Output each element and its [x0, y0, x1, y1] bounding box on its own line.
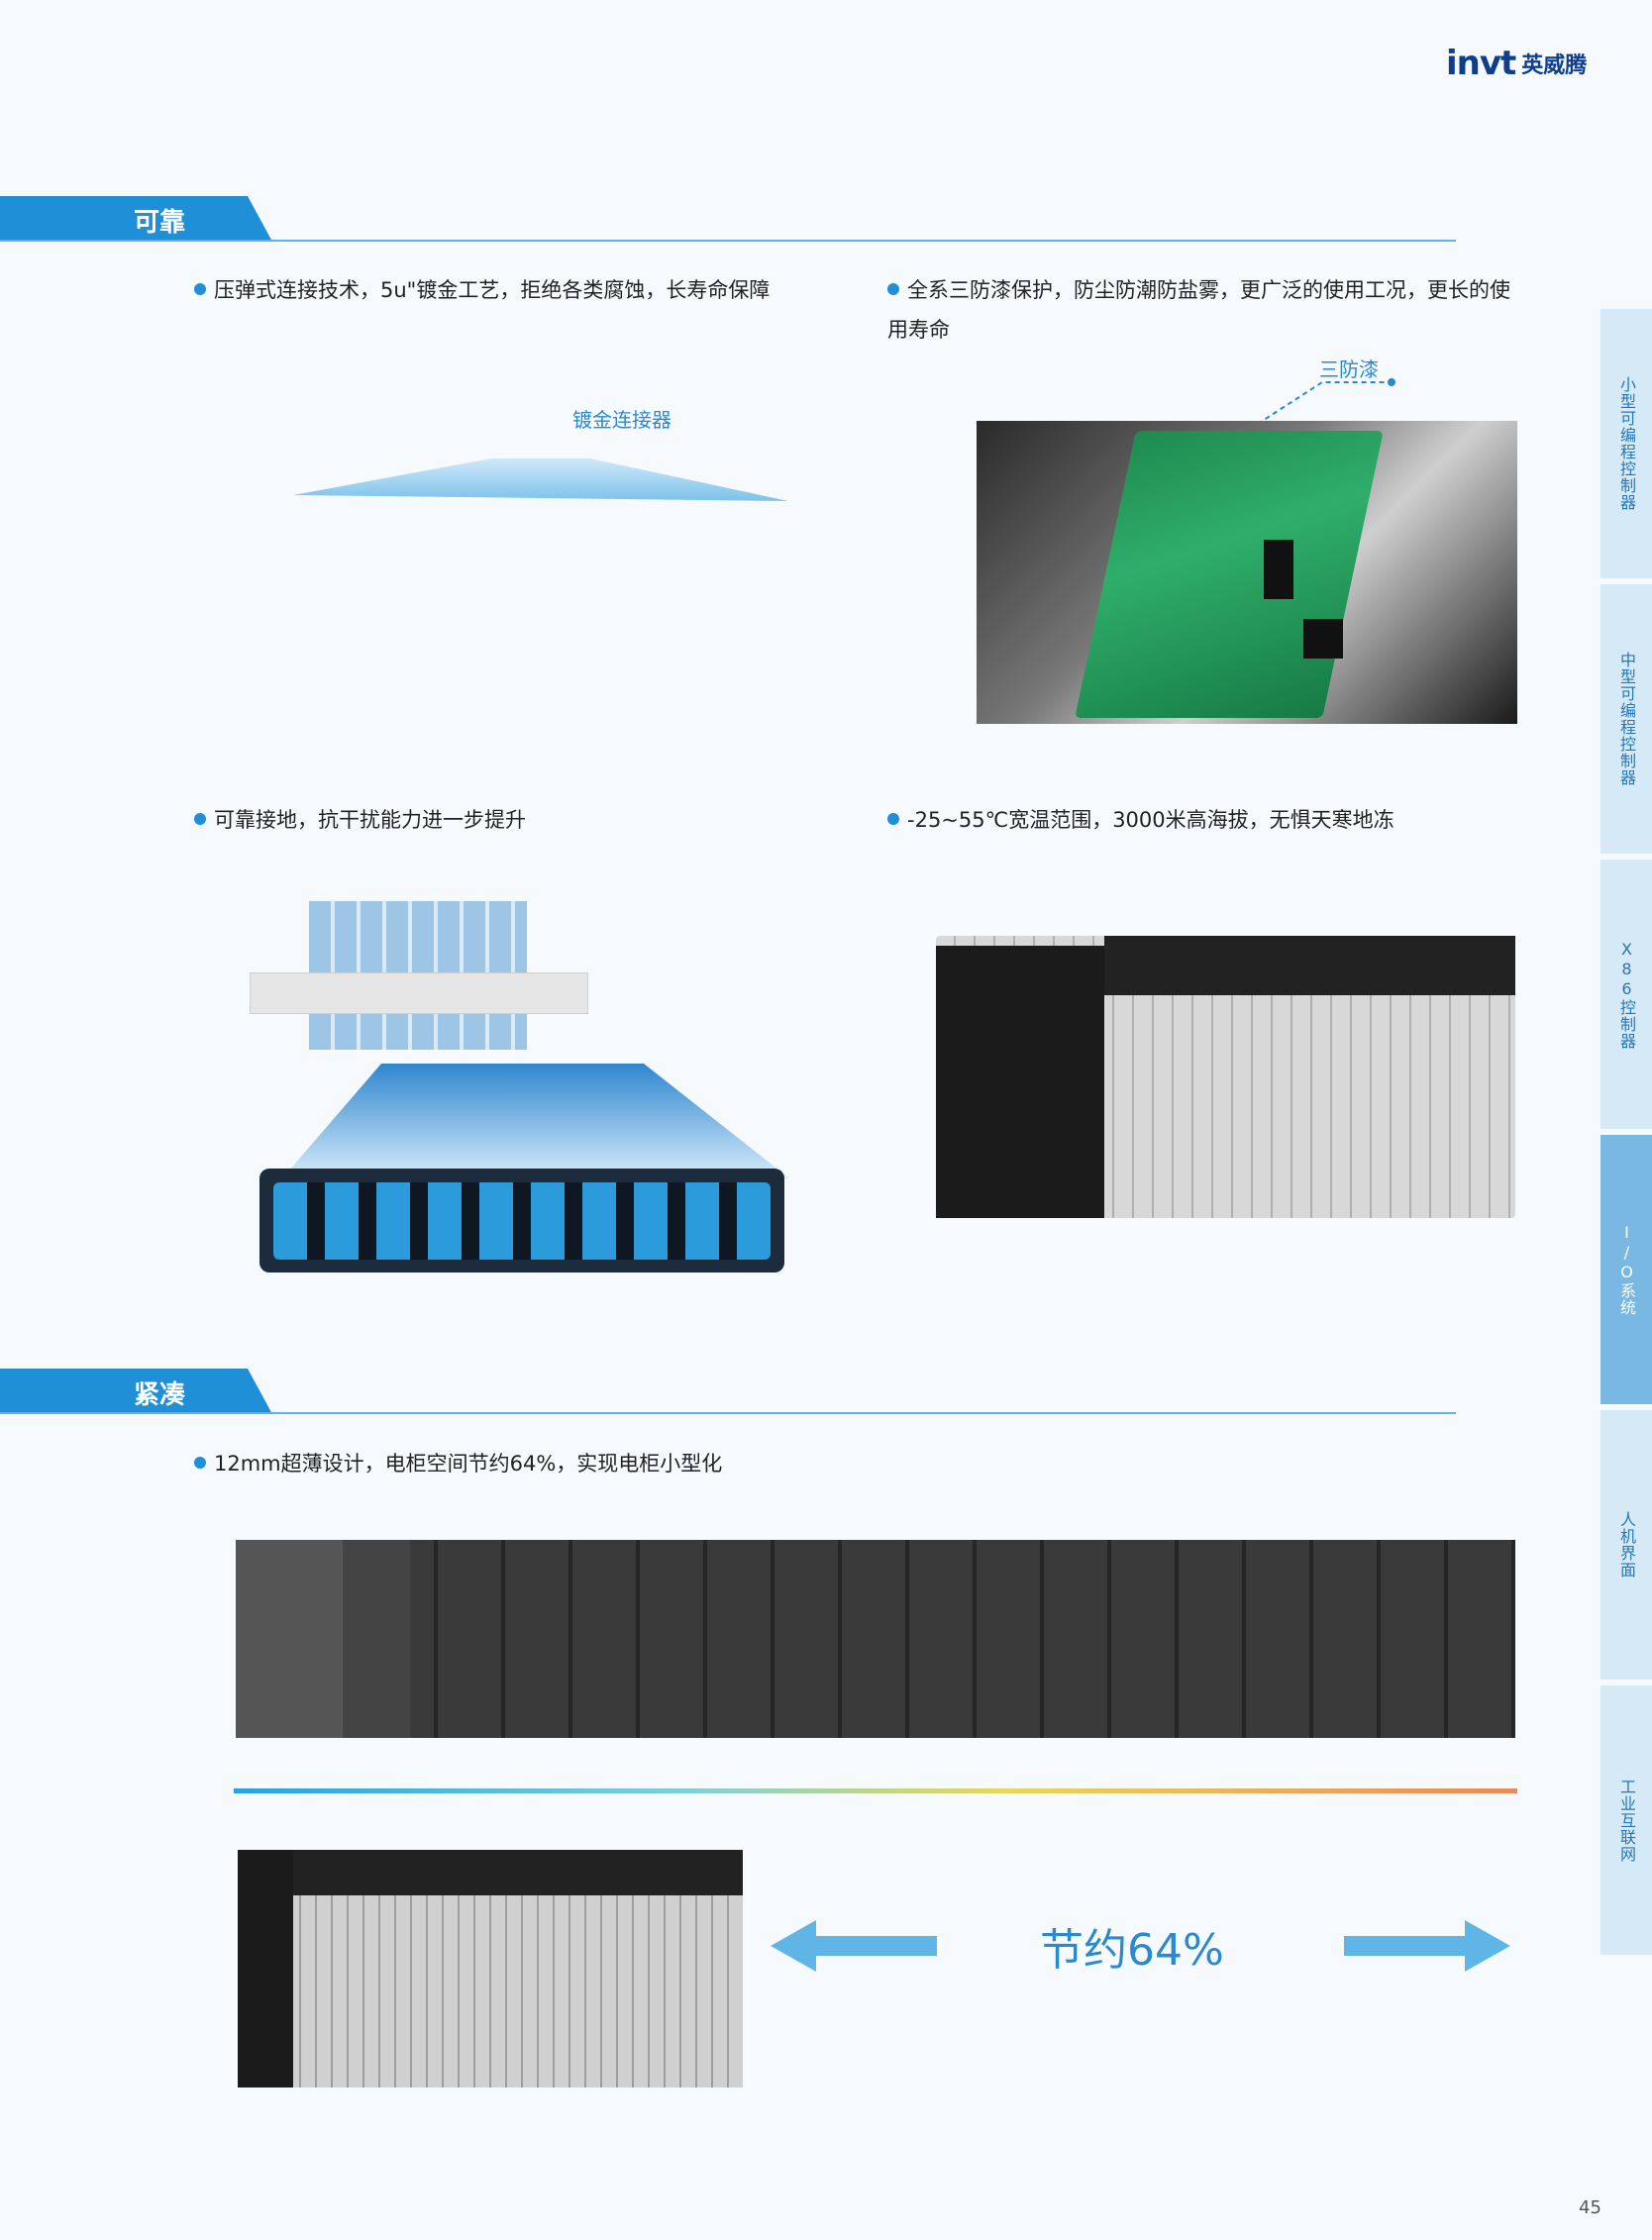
nav-item-x86[interactable]: X86控制器	[1600, 860, 1652, 1129]
section-tab: 可靠	[0, 196, 272, 242]
side-navigation: 小型可编程控制器 中型可编程控制器 X86控制器 I/O系统 人机界面 工业互联…	[1600, 309, 1652, 1961]
grounding-module-closeup	[259, 1169, 784, 1273]
bullet-dot	[194, 1457, 206, 1469]
arrow-left-icon	[771, 1920, 937, 1972]
section-title: 可靠	[134, 208, 186, 238]
section-header-compact: 紧凑	[0, 1369, 1456, 1414]
brand-logo: invt 英威腾	[1446, 44, 1587, 83]
conventional-rack-image	[236, 1540, 1515, 1738]
page-number: 45	[1579, 2197, 1601, 2218]
nav-item-medium-plc[interactable]: 中型可编程控制器	[1600, 584, 1652, 854]
din-rail-image	[250, 901, 588, 1089]
section-tab: 紧凑	[0, 1369, 272, 1414]
logo-text: 英威腾	[1521, 53, 1588, 78]
bullet-gold-plating: 压弹式连接技术，5u"镀金工艺，拒绝各类腐蚀，长寿命保障	[194, 270, 770, 310]
bullet-slim-design: 12mm超薄设计，电柜空间节约64%，实现电柜小型化	[194, 1444, 722, 1483]
saving-label: 节约64%	[1040, 1925, 1224, 1976]
section-title: 紧凑	[134, 1380, 186, 1410]
label-gold-connector: 镀金连接器	[572, 408, 671, 432]
section-divider	[0, 1412, 1456, 1414]
nav-item-small-plc[interactable]: 小型可编程控制器	[1600, 309, 1652, 578]
bullet-dot	[194, 283, 206, 295]
arrow-right-icon	[1344, 1920, 1510, 1972]
bullet-temperature: -25~55℃宽温范围，3000米高海拔，无惧天寒地冻	[887, 800, 1394, 840]
section-divider	[0, 240, 1456, 242]
logo-mark: invt	[1446, 44, 1516, 83]
compact-rack-image	[238, 1850, 743, 2087]
label-coating: 三防漆	[1319, 357, 1379, 381]
comparison-divider	[234, 1788, 1517, 1793]
bullet-dot	[887, 283, 899, 295]
section-header-reliable: 可靠	[0, 196, 1456, 242]
io-system-image	[936, 936, 1515, 1218]
nav-item-hmi[interactable]: 人机界面	[1600, 1410, 1652, 1680]
pcb-image	[977, 421, 1517, 724]
gold-connector-beam	[293, 458, 788, 501]
bullet-dot	[194, 813, 206, 825]
bullet-dot	[887, 813, 899, 825]
coating-leader-line	[1257, 378, 1395, 425]
bullet-conformal-coating: 全系三防漆保护，防尘防潮防盐雾，更广泛的使用工况，更长的使 用寿命	[887, 278, 1510, 342]
nav-item-iiot[interactable]: 工业互联网	[1600, 1685, 1652, 1955]
grounding-highlight-beam	[282, 1064, 789, 1178]
bullet-grounding: 可靠接地，抗干扰能力进一步提升	[194, 800, 526, 840]
nav-item-io-system[interactable]: I/O系统	[1600, 1135, 1652, 1404]
